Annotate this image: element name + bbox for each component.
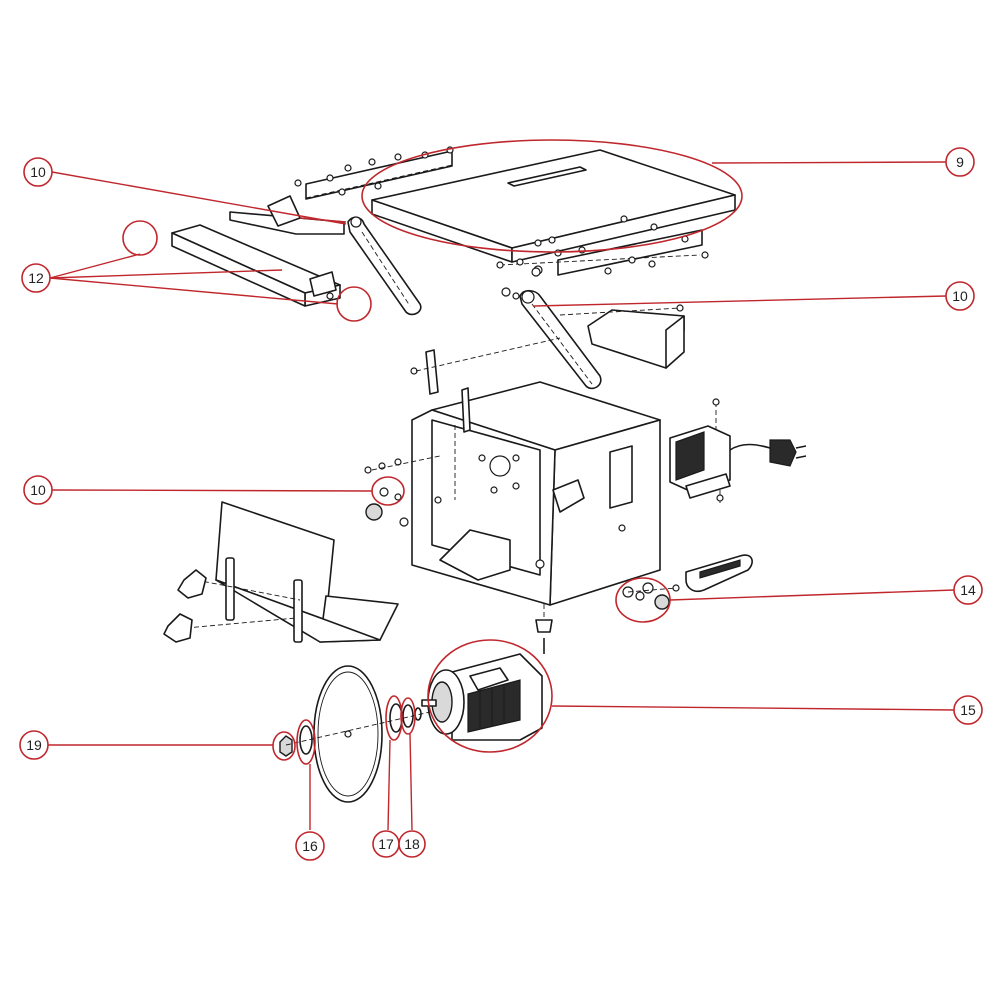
side-extension <box>229 195 347 235</box>
callout-10-label: 10 <box>30 164 46 180</box>
leader-lines <box>48 161 955 831</box>
saw-blade <box>313 665 383 803</box>
callout-18: 18 <box>398 830 426 858</box>
callout-12-label: 12 <box>28 270 44 286</box>
callout-18-label: 18 <box>404 836 420 852</box>
callout-10-top-left: 10 <box>23 157 53 187</box>
riving-bracket <box>410 337 561 395</box>
extension-rail <box>171 224 341 307</box>
callout-15: 15 <box>953 695 983 725</box>
callout-17: 17 <box>372 830 400 858</box>
arbor-nut <box>279 735 293 757</box>
callout-16: 16 <box>295 831 325 861</box>
cabinet-side-hardware <box>364 455 442 527</box>
callout-19-label: 19 <box>26 737 42 753</box>
carry-handle <box>685 554 753 593</box>
callout-10-label: 10 <box>952 288 968 304</box>
dust-chute <box>185 501 399 643</box>
inner-flange <box>389 703 403 733</box>
callout-9: 9 <box>945 147 975 177</box>
callout-14-label: 14 <box>960 582 976 598</box>
callout-12: 12 <box>21 263 51 293</box>
support-arm-left <box>347 216 422 316</box>
callout-10-right: 10 <box>945 281 975 311</box>
callout-19: 19 <box>19 730 49 760</box>
callout-10-middle-left: 10 <box>23 475 53 505</box>
power-cord-plug <box>729 439 807 467</box>
power-switch-box <box>669 398 731 506</box>
table-top <box>371 149 736 263</box>
main-cabinet <box>411 381 661 606</box>
support-arm-right <box>501 267 602 390</box>
cabinet-foot <box>535 604 553 654</box>
callout-17-label: 17 <box>378 836 394 852</box>
chute-knobs <box>163 569 207 643</box>
callout-9-label: 9 <box>956 154 964 170</box>
washer-nut-set <box>622 582 680 610</box>
blade-guard-cover <box>559 304 685 369</box>
motor <box>421 653 543 741</box>
callout-15-label: 15 <box>960 702 976 718</box>
callout-16-label: 16 <box>302 838 318 854</box>
callout-10-label: 10 <box>30 482 46 498</box>
callout-14: 14 <box>953 575 983 605</box>
